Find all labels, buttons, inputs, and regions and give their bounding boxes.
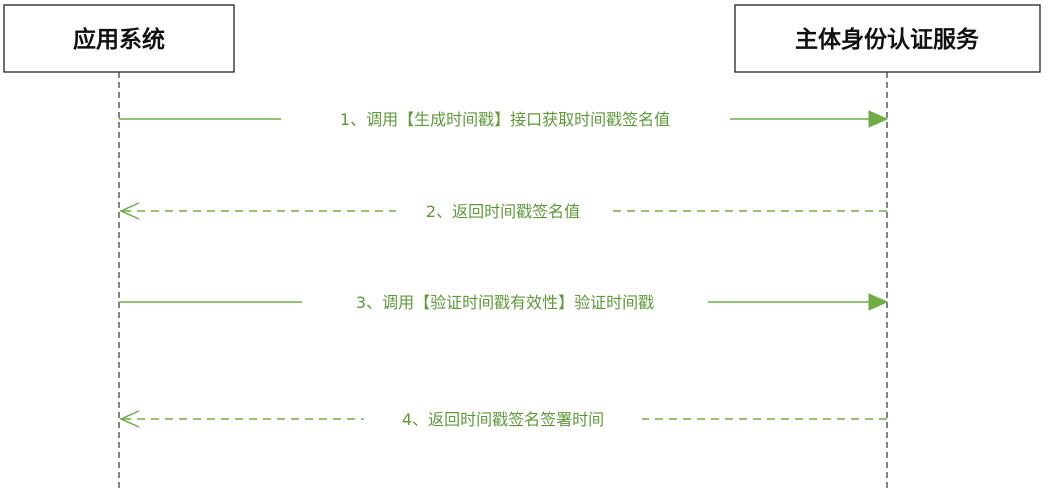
message-1: 1、调用【生成时间戳】接口获取时间戳签名值 xyxy=(119,107,889,131)
message-2-arrowhead xyxy=(119,202,140,220)
participant-app-label: 应用系统 xyxy=(73,26,165,53)
message-3-arrowhead xyxy=(868,293,889,311)
message-2-label: 2、返回时间戳签名值 xyxy=(426,202,580,221)
message-2: 2、返回时间戳签名值 xyxy=(119,199,887,223)
message-4-label: 4、返回时间戳签名签署时间 xyxy=(402,410,604,429)
message-3: 3、调用【验证时间戳有效性】验证时间戳 xyxy=(119,290,889,314)
message-4: 4、返回时间戳签名签署时间 xyxy=(119,407,887,431)
message-4-arrowhead xyxy=(119,410,140,428)
participant-app: 应用系统 xyxy=(3,4,235,73)
participant-auth: 主体身份认证服务 xyxy=(734,4,1041,73)
participant-auth-label: 主体身份认证服务 xyxy=(795,26,980,53)
message-1-arrowhead xyxy=(868,110,889,128)
participant-auth-box xyxy=(734,4,1041,73)
message-3-label: 3、调用【验证时间戳有效性】验证时间戳 xyxy=(356,293,654,312)
participant-app-box xyxy=(3,4,235,73)
message-1-label: 1、调用【生成时间戳】接口获取时间戳签名值 xyxy=(340,110,670,129)
